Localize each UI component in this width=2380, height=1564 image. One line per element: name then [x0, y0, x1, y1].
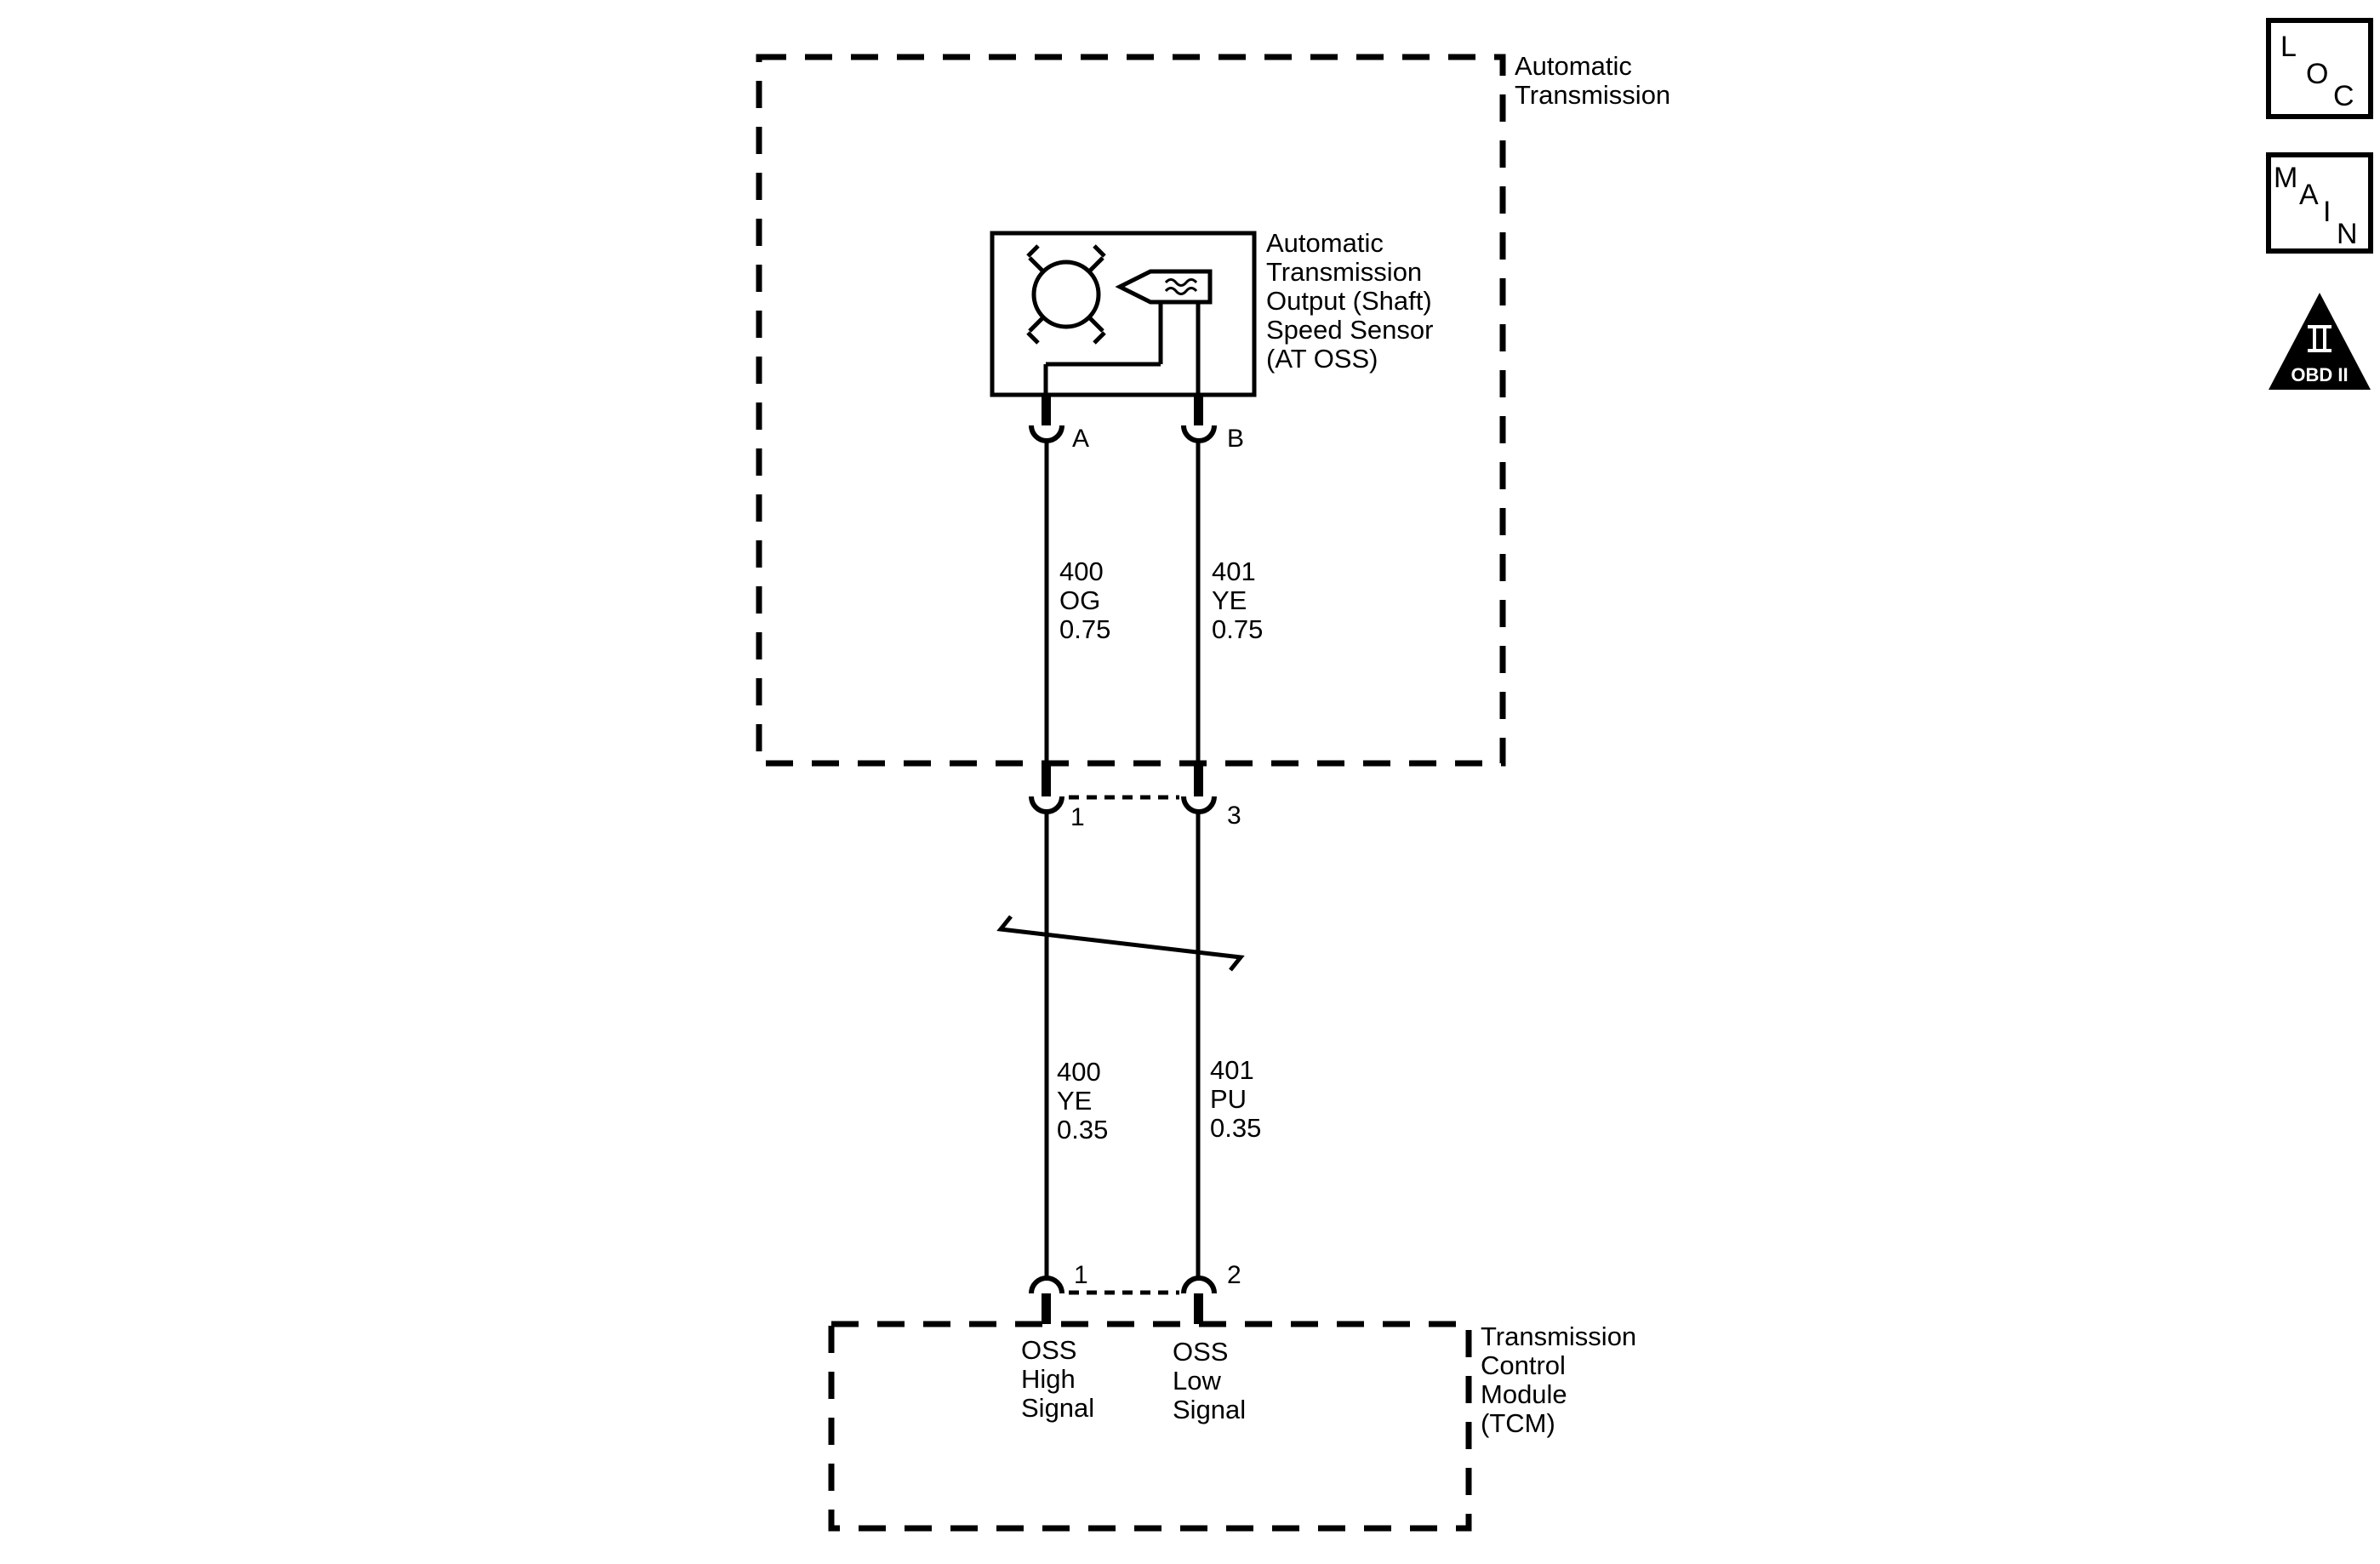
- oss-high-signal-label: OSS High Signal: [1021, 1335, 1094, 1423]
- wire-400-lower-label: 400 YE 0.35: [1057, 1057, 1108, 1144]
- wire-400-upper-label: 400 OG 0.75: [1059, 557, 1110, 644]
- svg-text:M: M: [2274, 162, 2297, 194]
- obd-ii-icon[interactable]: OBD II: [2269, 293, 2371, 390]
- main-icon[interactable]: M A I N: [2266, 152, 2373, 254]
- loc-icon[interactable]: L O C: [2266, 18, 2373, 119]
- transmission-outline: [756, 54, 1506, 767]
- tcm-connector: [1029, 1276, 1217, 1324]
- wire-break-symbol: [996, 915, 1245, 972]
- tone-wheel-icon: [1026, 244, 1106, 345]
- svg-text:OBD II: OBD II: [2291, 364, 2348, 385]
- svg-text:O: O: [2306, 58, 2328, 90]
- output-speed-sensor: [990, 231, 1257, 397]
- pin-b-label: B: [1227, 425, 1244, 453]
- tcm-outline: [828, 1321, 1472, 1532]
- wire-401-upper-label: 401 YE 0.75: [1212, 557, 1263, 644]
- tcm-pin-2-label: 2: [1227, 1261, 1241, 1289]
- svg-text:A: A: [2299, 179, 2319, 211]
- pin-a-label: A: [1072, 425, 1089, 453]
- sensor-connector: [1029, 395, 1217, 443]
- tcm-label: Transmission Control Module (TCM): [1481, 1321, 1644, 1438]
- inline-pin-3-label: 3: [1227, 802, 1241, 830]
- inline-pin-1-label: 1: [1070, 803, 1085, 831]
- transmission-label: Automatic Transmission: [1515, 51, 1670, 110]
- wire-401-lower-label: 401 PU 0.35: [1210, 1055, 1261, 1143]
- tcm-pin-1-label: 1: [1074, 1261, 1088, 1289]
- inline-connector: [1029, 766, 1217, 814]
- svg-text:C: C: [2333, 80, 2354, 112]
- svg-text:L: L: [2280, 31, 2297, 63]
- sensor-label: Automatic Transmission Output (Shaft) Sp…: [1266, 228, 1441, 374]
- svg-text:I: I: [2323, 196, 2331, 228]
- oss-low-signal-label: OSS Low Signal: [1173, 1337, 1246, 1424]
- svg-text:N: N: [2337, 218, 2358, 250]
- magnetic-pickup-icon: [1043, 269, 1213, 395]
